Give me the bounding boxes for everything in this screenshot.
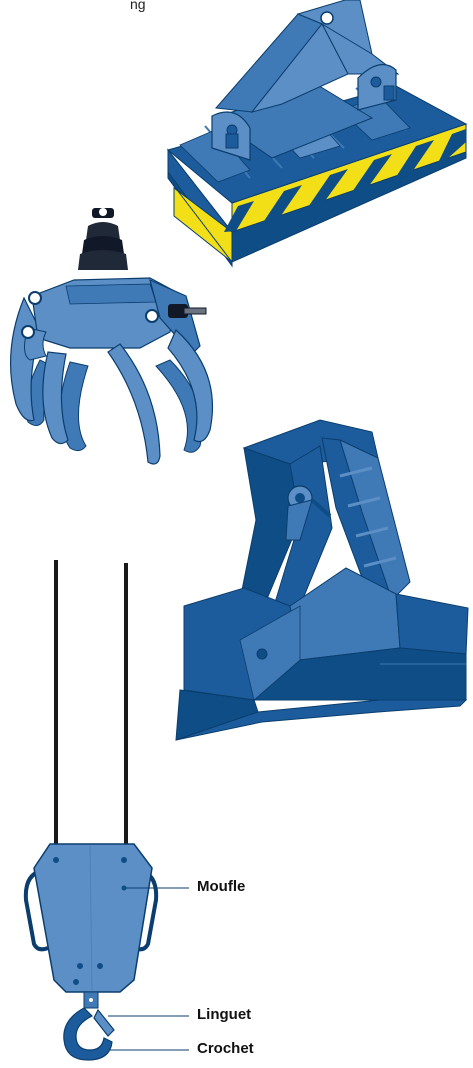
caption-fragment: ng bbox=[130, 0, 146, 12]
clamshell-bucket-icon bbox=[175, 419, 469, 741]
hook-block-icon bbox=[23, 560, 189, 1061]
label-linguet: Linguet bbox=[197, 1006, 252, 1023]
label-moufle: Moufle bbox=[197, 878, 246, 895]
log-grapple-icon bbox=[9, 208, 214, 465]
label-crochet: Crochet bbox=[197, 1040, 254, 1057]
lifting-magnet-icon bbox=[166, 0, 468, 268]
